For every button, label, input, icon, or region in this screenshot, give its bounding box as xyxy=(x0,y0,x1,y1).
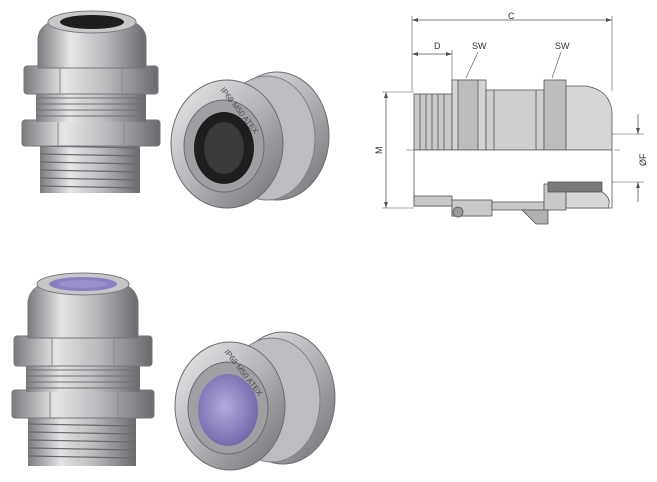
dim-label-m: M xyxy=(374,147,384,155)
gland-photo-black-side xyxy=(21,10,161,193)
cable-seal xyxy=(198,374,258,446)
gland-section-view xyxy=(413,149,613,225)
seal-insert xyxy=(547,181,603,193)
gland-photo-blue-angled: IP68 M50 ATEX xyxy=(174,331,336,471)
dome-cap xyxy=(37,10,147,69)
hex-nut xyxy=(21,119,161,147)
dim-label-sw-left: SW xyxy=(472,41,487,51)
gland-photo-black-angled: IP68 M50 ATEX xyxy=(170,71,330,209)
gland-exterior-view xyxy=(413,79,613,151)
dome-cap xyxy=(27,272,139,339)
dim-label-d: D xyxy=(434,41,441,51)
hex-nut xyxy=(11,389,155,419)
dimension-drawing: C D SW SW M ØF xyxy=(374,11,648,225)
dim-label-c: C xyxy=(508,11,515,21)
thread-section xyxy=(39,138,141,193)
gland-photo-blue-side xyxy=(11,272,155,466)
cable-seal xyxy=(60,15,124,29)
dim-label-sw-right: SW xyxy=(555,41,570,51)
dim-label-f: ØF xyxy=(638,153,648,166)
